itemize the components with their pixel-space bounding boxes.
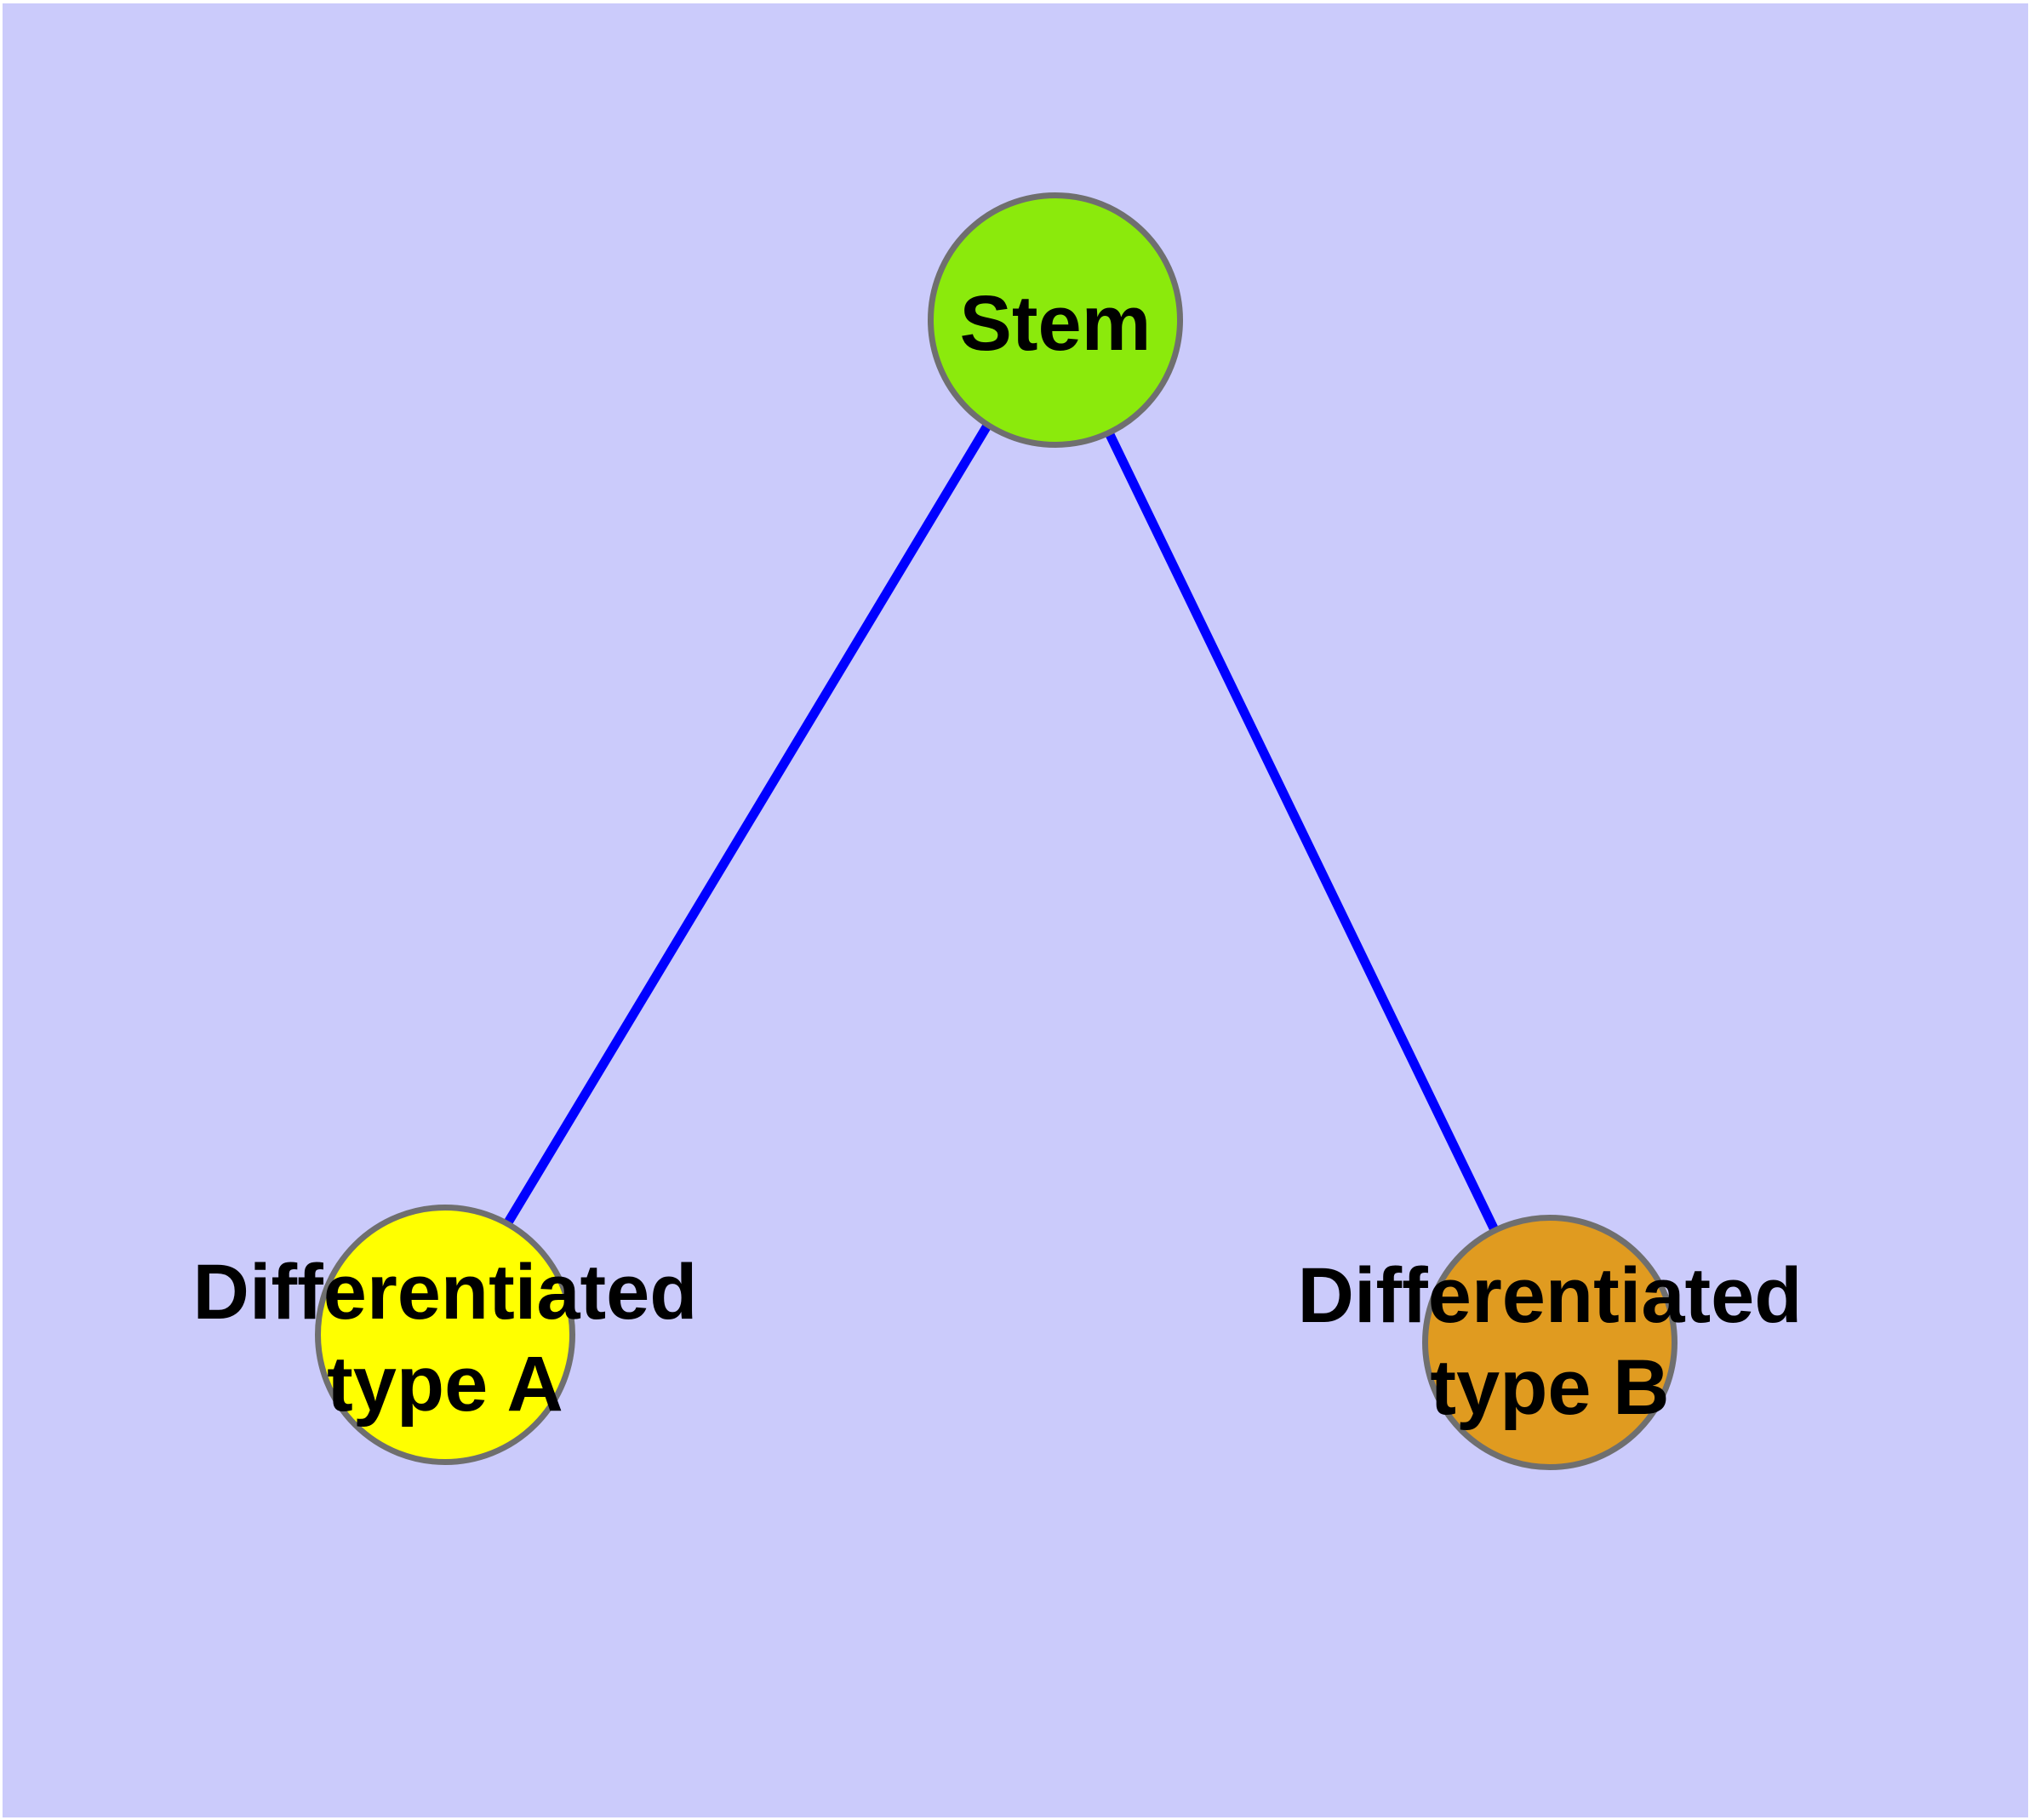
type-b-label-line-1: Differentiated <box>1297 1252 1803 1339</box>
diagram-canvas: Stem Differentiated type A Differentiate… <box>3 3 2028 1817</box>
type-a-label-line-1: Differentiated <box>192 1249 698 1336</box>
type-a-node-label: Differentiated type A <box>193 1246 698 1430</box>
edges-layer <box>438 314 1552 1342</box>
edge-stem-to-type-b <box>1049 314 1552 1342</box>
type-b-node-label: Differentiated type B <box>1298 1250 1803 1434</box>
type-b-label-line-2: type B <box>1430 1344 1670 1431</box>
node-differentiated-type-b <box>1422 1215 1677 1470</box>
type-a-label-line-2: type A <box>327 1341 563 1428</box>
node-stem <box>928 192 1183 448</box>
edge-stem-to-type-a <box>438 314 1057 1334</box>
stem-node-label: Stem <box>959 280 1152 367</box>
node-differentiated-type-a <box>315 1205 575 1465</box>
